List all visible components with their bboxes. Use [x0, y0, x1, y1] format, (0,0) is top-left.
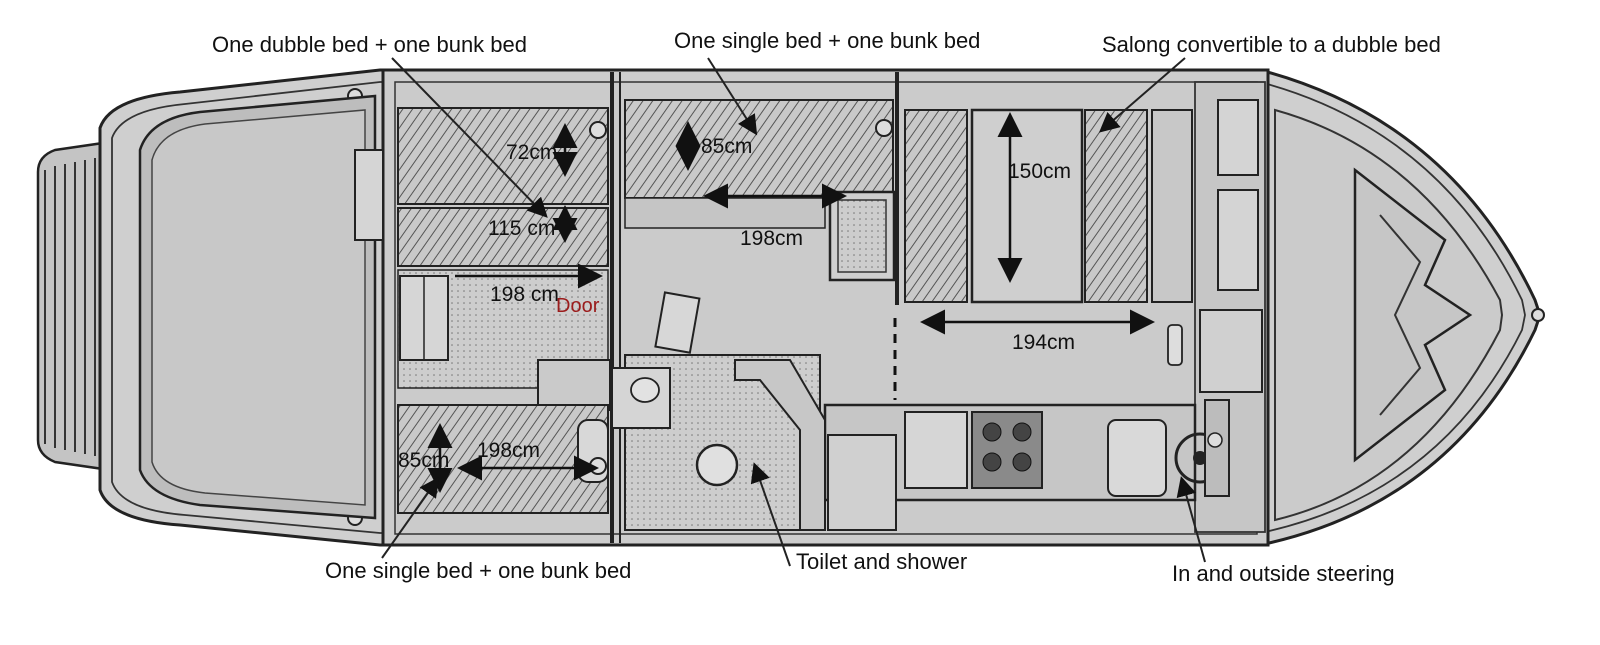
label-salong: Salong convertible to a dubble bed: [1102, 32, 1441, 57]
galley: [823, 403, 1197, 531]
helm-station: [1174, 399, 1230, 497]
dim-mid-length: 198cm: [740, 227, 804, 250]
dim-aft-bunk-width: 115 cm: [488, 217, 556, 240]
label-single-bed-bunk-top: One single bed + one bunk bed: [674, 28, 981, 53]
dim-lower-cabin-width: 85cm: [398, 449, 450, 472]
foredeck: [1274, 108, 1504, 522]
aft-cabin-double: [354, 107, 609, 389]
aft-deck: [138, 94, 377, 520]
swim-platform: [36, 140, 112, 472]
label-double-bed-bunk: One dubble bed + one bunk bed: [212, 32, 527, 57]
dim-lower-cabin-length: 198cm: [477, 439, 541, 462]
dimension-arrows: [427, 112, 1155, 493]
label-steering: In and outside steering: [1172, 561, 1395, 586]
dim-aft-cabin-width: 72cm: [506, 141, 558, 164]
dim-salong-length: 194cm: [1012, 331, 1076, 354]
dim-salong-width: 150cm: [1008, 160, 1072, 183]
leader-lines: [381, 57, 1206, 567]
door-label: Door: [556, 295, 600, 317]
salong: [904, 99, 1263, 393]
label-single-bed-bunk-bottom: One single bed + one bunk bed: [325, 558, 632, 583]
dim-aft-length: 198 cm: [490, 283, 559, 306]
toilet-shower: [537, 291, 826, 531]
dim-mid-cabin-width: 85cm: [701, 135, 753, 158]
mid-cabin-single: [624, 99, 896, 282]
label-toilet-shower: Toilet and shower: [796, 549, 968, 574]
